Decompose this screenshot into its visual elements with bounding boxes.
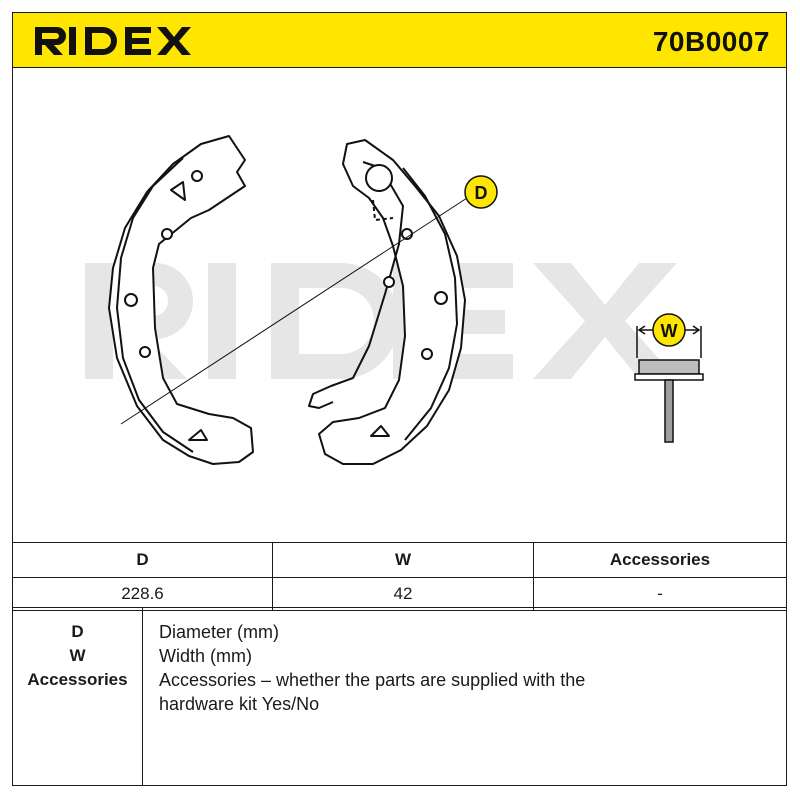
right-brake-shoe — [308, 139, 466, 465]
diameter-line — [120, 197, 468, 425]
legend: D W Accessories Diameter (mm) Width (mm)… — [12, 607, 787, 786]
part-number: 70B0007 — [652, 26, 770, 57]
legend-keys: D W Accessories — [13, 608, 143, 785]
spec-value-d: 228.6 — [12, 577, 273, 611]
legend-key-d: D — [71, 622, 84, 641]
header-bar: 70B0007 — [12, 12, 787, 68]
ridex-logo — [35, 27, 191, 55]
width-detail — [634, 325, 704, 443]
d-callout — [464, 175, 498, 209]
spec-value-row: 228.6 42 - — [12, 577, 787, 611]
ridex-watermark — [85, 263, 677, 379]
w-callout-label: W — [661, 321, 678, 341]
spec-header-w: W — [272, 542, 534, 578]
w-callout — [652, 313, 686, 347]
brake-shoe-drawing: D W — [85, 135, 704, 465]
spec-header-row: D W Accessories — [12, 542, 787, 578]
legend-desc-d: Diameter (mm) — [159, 622, 279, 642]
d-callout-label: D — [475, 183, 488, 203]
spec-value-w: 42 — [272, 577, 534, 611]
legend-key-accessories: Accessories — [27, 670, 128, 689]
legend-descriptions: Diameter (mm) Width (mm) Accessories – w… — [159, 620, 619, 716]
legend-desc-accessories: Accessories – whether the parts are supp… — [159, 670, 586, 714]
left-brake-shoe — [108, 135, 254, 465]
legend-key-w: W — [69, 646, 86, 665]
spec-table: D W Accessories 228.6 42 - — [12, 542, 787, 611]
spec-header-accessories: Accessories — [533, 542, 787, 578]
spec-header-d: D — [12, 542, 273, 578]
spec-value-accessories: - — [533, 577, 787, 611]
legend-desc-w: Width (mm) — [159, 646, 252, 666]
